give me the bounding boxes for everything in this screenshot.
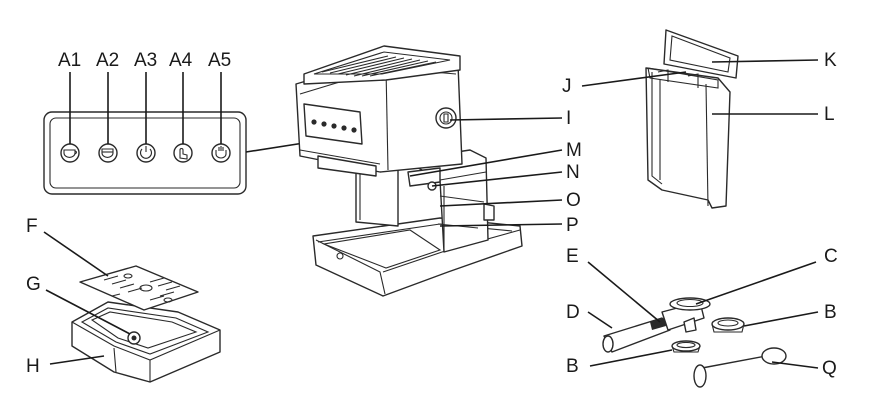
- label-d: D: [566, 302, 580, 323]
- power-icon: [136, 143, 156, 163]
- label-q: Q: [822, 358, 837, 379]
- drip-tray-assembly: [71, 265, 221, 383]
- single-cup-icon: [60, 143, 80, 163]
- label-a2: A2: [96, 50, 119, 71]
- label-p: P: [566, 215, 579, 236]
- label-a1: A1: [58, 50, 81, 71]
- filter-basket-double: [711, 317, 745, 333]
- label-k: K: [824, 50, 837, 71]
- label-b-top: B: [824, 302, 837, 323]
- label-m: M: [566, 140, 582, 161]
- steam-icon: [211, 143, 231, 163]
- portafilter: [602, 297, 711, 353]
- label-e: E: [566, 246, 579, 267]
- water-level-float: [127, 331, 141, 345]
- label-n: N: [566, 162, 580, 183]
- drip-grate-slots: [103, 273, 181, 303]
- cup-warmer-grille: [321, 55, 437, 77]
- espresso-machine-body: [295, 45, 523, 297]
- label-b-bottom: B: [566, 356, 579, 377]
- label-h: H: [26, 356, 40, 377]
- label-l: L: [824, 104, 835, 125]
- manual-touch-icon: [173, 143, 193, 163]
- label-g: G: [26, 274, 41, 295]
- label-i: I: [566, 108, 571, 129]
- double-cup-icon: [98, 143, 118, 163]
- tamper-spoon: [693, 347, 787, 388]
- filter-basket-single: [671, 340, 701, 353]
- control-panel-closeup: [43, 72, 324, 195]
- label-f: F: [26, 216, 38, 237]
- label-c: C: [824, 246, 838, 267]
- label-a4: A4: [169, 50, 193, 71]
- steam-knob: [435, 107, 457, 129]
- water-tank: [645, 29, 739, 209]
- label-o: O: [566, 190, 581, 211]
- label-a3: A3: [134, 50, 157, 71]
- label-j: J: [562, 76, 572, 97]
- label-a5: A5: [208, 50, 231, 71]
